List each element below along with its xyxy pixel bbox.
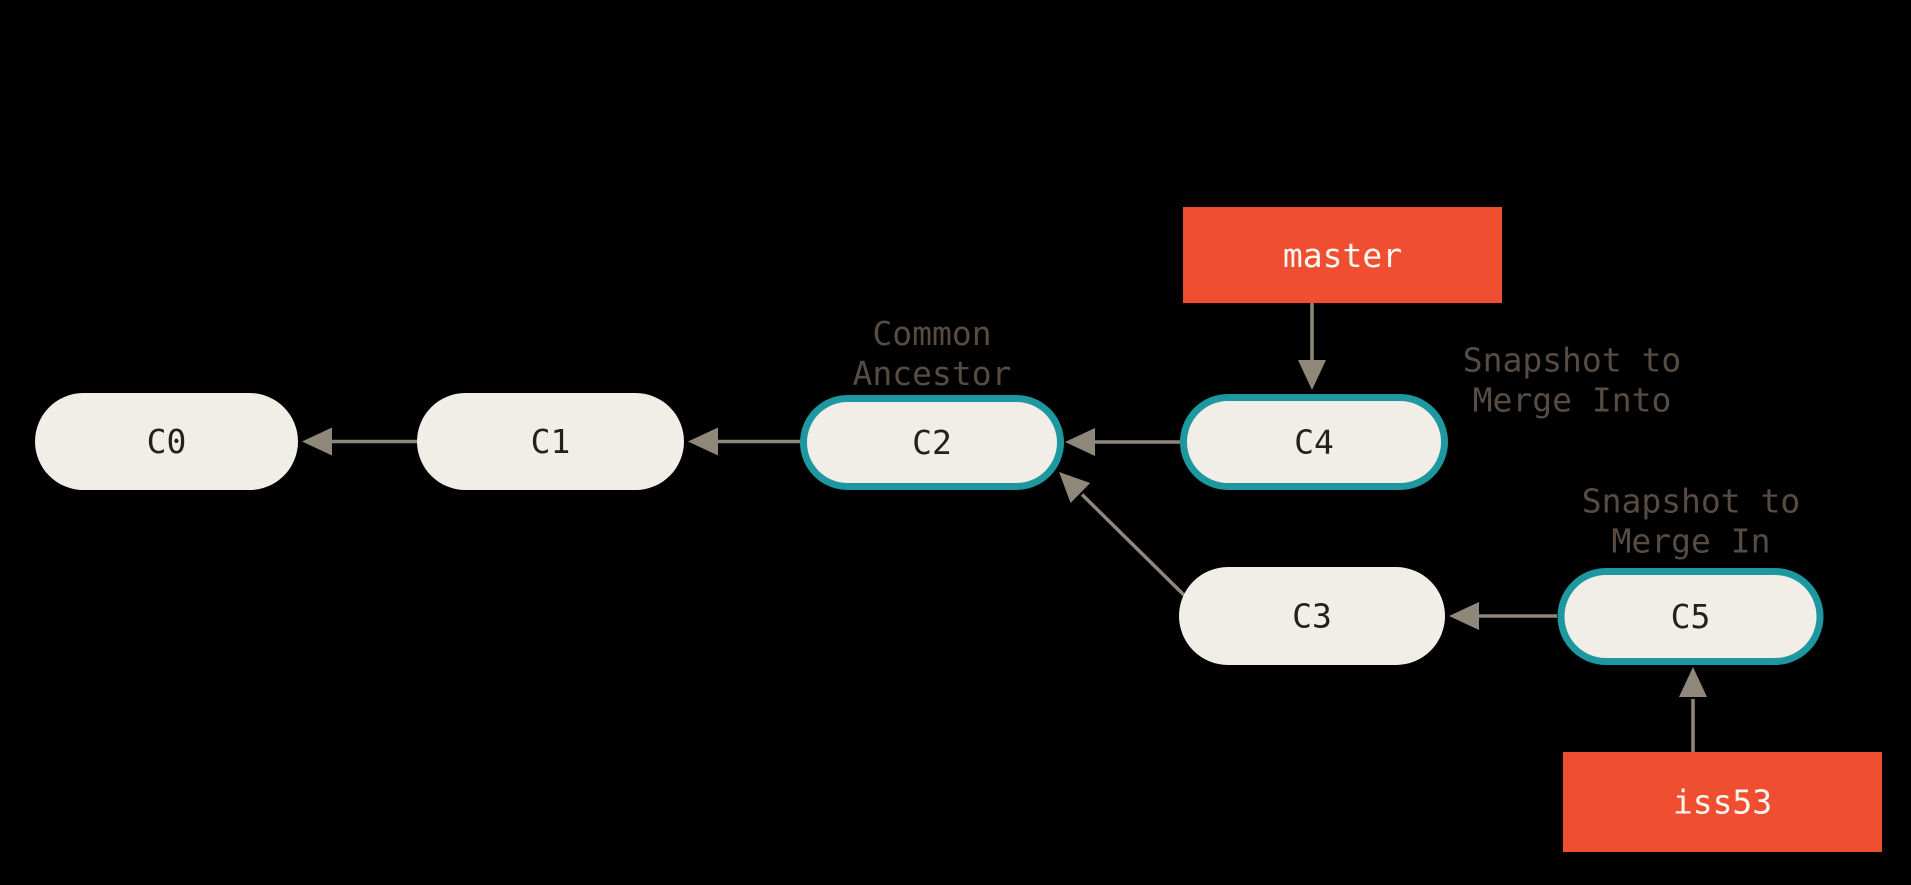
commit-label: C2 bbox=[912, 423, 952, 462]
arrowhead-icon bbox=[1065, 428, 1095, 456]
annotation-snapshot-to-merge-in: Snapshot to Merge In bbox=[1582, 482, 1801, 561]
annotation-line1: Common bbox=[872, 314, 991, 353]
annotation-line1: Snapshot to bbox=[1582, 482, 1801, 521]
annotation-line2: Ancestor bbox=[853, 354, 1012, 393]
branch-rect bbox=[1183, 207, 1502, 303]
arrow-line bbox=[1080, 493, 1189, 600]
commit-label: C5 bbox=[1671, 597, 1711, 636]
annotation-common-ancestor: Common Ancestor bbox=[853, 314, 1012, 393]
arrowhead-icon bbox=[1298, 360, 1326, 390]
commit-node-c3: C3 bbox=[1179, 567, 1445, 665]
commit-label: C3 bbox=[1292, 597, 1332, 636]
annotation-line1: Snapshot to bbox=[1463, 341, 1682, 380]
commit-pill-highlighted bbox=[1180, 394, 1448, 490]
arrowhead-icon bbox=[1059, 472, 1091, 503]
arrowhead-icon bbox=[688, 427, 718, 456]
commit-node-c4-merge-into: C4 bbox=[1180, 394, 1448, 490]
commit-pill bbox=[417, 393, 684, 490]
branch-box-iss53: iss53 bbox=[1563, 752, 1882, 852]
commit-node-c0: C0 bbox=[35, 393, 298, 490]
commit-label: C0 bbox=[147, 422, 187, 461]
arrowhead-icon bbox=[1449, 602, 1479, 630]
commit-label: C4 bbox=[1294, 423, 1334, 462]
branch-label: iss53 bbox=[1673, 783, 1772, 822]
branch-box-master: master bbox=[1183, 207, 1502, 303]
annotation-line2: Merge In bbox=[1612, 522, 1771, 561]
commit-label: C1 bbox=[531, 422, 571, 461]
arrow-iss53-to-c5 bbox=[1679, 667, 1707, 752]
commit-node-c2-common-ancestor: C2 bbox=[800, 395, 1064, 490]
commit-pill bbox=[35, 393, 298, 490]
commit-node-c5-merge-in: C5 bbox=[1557, 568, 1824, 665]
commit-pill bbox=[1179, 567, 1445, 665]
branch-label: master bbox=[1283, 236, 1402, 275]
arrow-c2-to-c1 bbox=[688, 427, 800, 456]
arrowhead-icon bbox=[302, 427, 332, 456]
arrow-c5-to-c3 bbox=[1449, 602, 1557, 630]
arrow-c4-to-c2 bbox=[1065, 428, 1180, 456]
branch-rect bbox=[1563, 752, 1882, 852]
arrow-c3-to-c2 bbox=[1059, 472, 1189, 600]
annotation-line2: Merge Into bbox=[1473, 381, 1672, 420]
commit-pill-highlighted bbox=[800, 395, 1064, 490]
annotation-snapshot-to-merge-into: Snapshot to Merge Into bbox=[1463, 341, 1682, 420]
commit-node-c1: C1 bbox=[417, 393, 684, 490]
arrow-master-to-c4 bbox=[1298, 303, 1326, 390]
commit-pill-highlighted bbox=[1557, 568, 1824, 665]
arrow-c1-to-c0 bbox=[302, 427, 417, 456]
arrowhead-icon bbox=[1679, 667, 1707, 697]
